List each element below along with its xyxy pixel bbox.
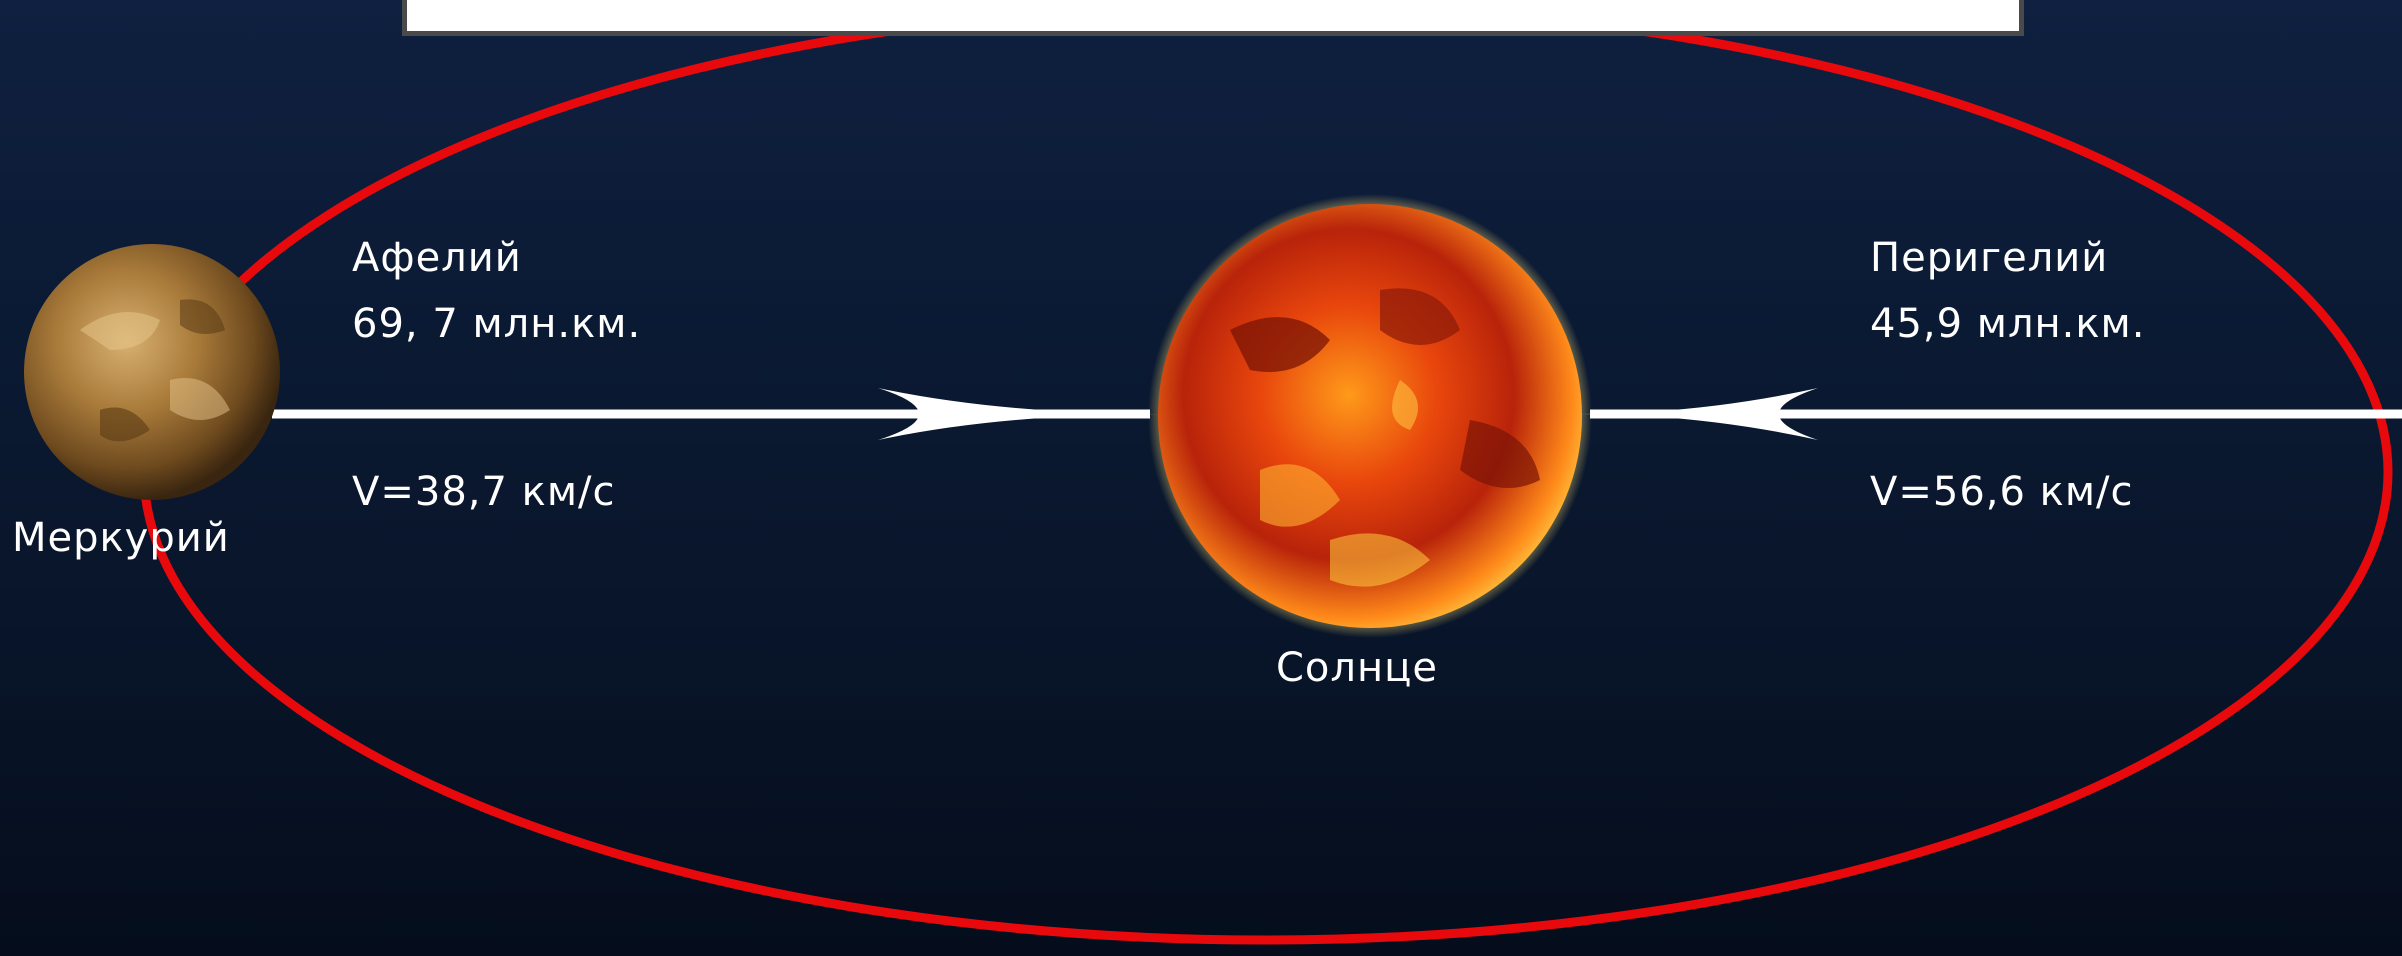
aphelion-arrow	[272, 388, 1162, 440]
perihelion-label: Перигелий	[1870, 235, 2109, 281]
aphelion-distance: 69, 7 млн.км.	[352, 301, 642, 347]
perihelion-arrow	[1578, 388, 2402, 440]
sun-label: Солнце	[1276, 645, 1438, 691]
perihelion-distance: 45,9 млн.км.	[1870, 301, 2146, 347]
title-box	[402, 0, 2024, 36]
perihelion-speed: V=56,6 км/с	[1870, 469, 2134, 515]
mercury-image	[24, 244, 280, 500]
aphelion-label: Афелий	[352, 235, 522, 281]
sun-image	[1148, 194, 1592, 638]
mercury-label: Меркурий	[12, 515, 230, 561]
aphelion-speed: V=38,7 км/с	[352, 469, 616, 515]
